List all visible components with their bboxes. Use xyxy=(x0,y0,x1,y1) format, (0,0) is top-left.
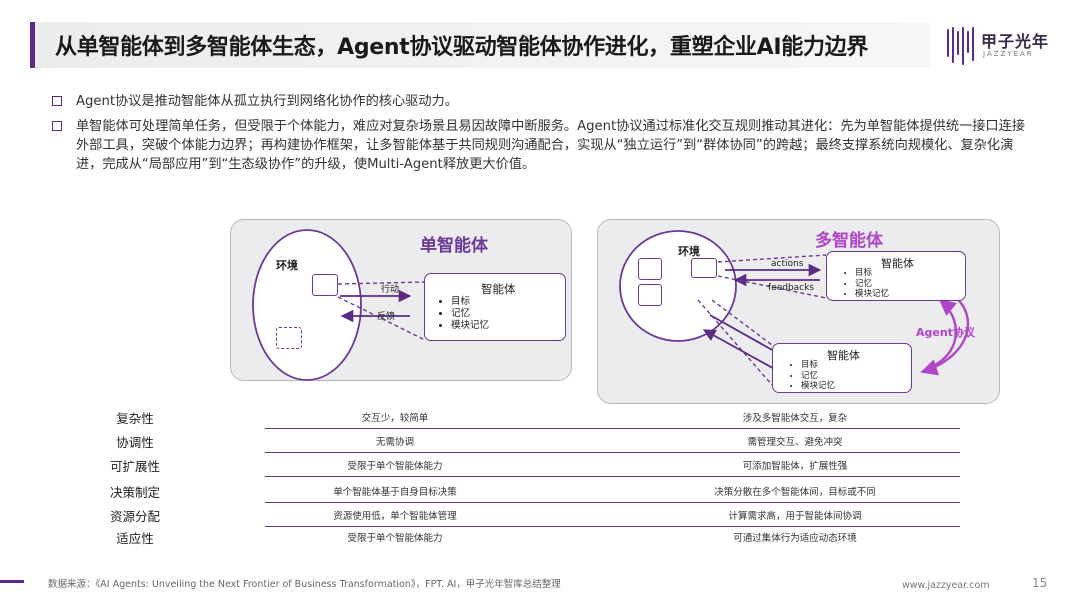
multi-env-square xyxy=(638,284,662,306)
agent-box-list: 目标 记忆 模块记忆 xyxy=(841,268,889,300)
single-env-square-dashed xyxy=(276,327,302,349)
single-agent-box: 智能体 目标 记忆 模块记忆 xyxy=(424,273,566,341)
comparison-multi: 涉及多智能体交互，复杂 xyxy=(742,413,848,424)
page-title: 从单智能体到多智能体生态，Agent协议驱动智能体协作进化，重塑企业AI能力边界 xyxy=(55,35,869,60)
multi-dashed-a2-top xyxy=(711,299,773,346)
comparison-divider xyxy=(265,526,960,527)
footer-url[interactable]: www.jazzyear.com xyxy=(902,580,990,591)
single-agent-title: 单智能体 xyxy=(420,236,488,256)
footer-source: 数据来源：《AI Agents: Unveiling the Next Fron… xyxy=(48,579,561,590)
agent-box-title: 智能体 xyxy=(881,257,914,270)
comparison-label: 可扩展性 xyxy=(109,459,160,474)
agent-item: 目标 xyxy=(801,360,835,371)
single-env-label: 环境 xyxy=(276,259,298,272)
comparison-row: 资源分配 资源使用低，单个智能体管理 计算需求高，用于智能体间协调 xyxy=(60,504,960,528)
comparison-multi: 可通过集体行为适应动态环境 xyxy=(733,533,857,544)
agent-item: 目标 xyxy=(855,268,889,279)
comparison-label: 复杂性 xyxy=(116,411,154,426)
multi-env-square xyxy=(638,258,662,280)
multi-agent-box-2: 智能体 目标 记忆 模块记忆 xyxy=(772,343,912,393)
agent-item: 模块记忆 xyxy=(855,289,889,300)
comparison-multi: 计算需求高，用于智能体间协调 xyxy=(728,511,862,522)
multi-env-label: 环境 xyxy=(678,245,700,258)
protocol-arrow-up xyxy=(934,298,958,367)
agent-item: 记忆 xyxy=(855,279,889,290)
square-bullet-icon xyxy=(52,96,62,106)
comparison-single: 受限于单个智能体能力 xyxy=(347,461,443,472)
comparison-divider xyxy=(265,476,960,477)
multi-env-square xyxy=(691,258,717,278)
agent-protocol-label: Agent协议 xyxy=(916,326,975,339)
multi-agent-title: 多智能体 xyxy=(815,231,883,251)
logo-text-cn: 甲子光年 xyxy=(981,32,1050,51)
footer-accent-bar xyxy=(0,580,24,583)
multi-action-label: actions xyxy=(771,259,804,269)
comparison-single: 交互少，较简单 xyxy=(361,413,429,424)
agent-box-list: 目标 记忆 模块记忆 xyxy=(437,296,489,332)
single-feedback-label: 反馈 xyxy=(377,312,396,322)
comparison-row: 适应性 受限于单个智能体能力 可通过集体行为适应动态环境 xyxy=(60,526,920,550)
agent-box-title: 智能体 xyxy=(481,282,516,296)
comparison-single: 单个智能体基于自身目标决策 xyxy=(333,487,457,498)
agent-box-list: 目标 记忆 模块记忆 xyxy=(787,360,835,392)
comparison-single: 无需协调 xyxy=(375,437,414,448)
single-env-square xyxy=(312,274,338,296)
multi-dashed-a1-bottom xyxy=(717,275,827,299)
comparison-row: 复杂性 交互少，较简单 涉及多智能体交互，复杂 xyxy=(60,406,960,430)
comparison-single: 资源使用低，单个智能体管理 xyxy=(333,511,457,522)
agent-box-title: 智能体 xyxy=(827,349,860,362)
bullet-text: Agent协议是推动智能体从孤立执行到网络化协作的核心驱动力。 xyxy=(76,94,458,109)
brand-logo: 甲子光年 JAZZYEAR xyxy=(945,26,1065,66)
comparison-row: 可扩展性 受限于单个智能体能力 可添加智能体，扩展性强 xyxy=(60,454,960,478)
comparison-divider xyxy=(265,502,960,503)
comparison-label: 协调性 xyxy=(116,435,154,450)
single-dashed-top xyxy=(337,281,426,285)
comparison-multi: 决策分散在多个智能体间，目标或不同 xyxy=(714,487,876,498)
comparison-multi: 需管理交互、避免冲突 xyxy=(747,437,843,448)
square-bullet-icon xyxy=(52,121,62,131)
multi-dashed-a2-bottom xyxy=(697,299,773,386)
agent-item: 目标 xyxy=(451,296,489,308)
comparison-divider xyxy=(265,452,960,453)
comparison-row: 协调性 无需协调 需管理交互、避免冲突 xyxy=(60,430,960,454)
title-bar: 从单智能体到多智能体生态，Agent协议驱动智能体协作进化，重塑企业AI能力边界 xyxy=(30,22,930,68)
comparison-divider xyxy=(265,428,960,429)
bullet-item: Agent协议是推动智能体从孤立执行到网络化协作的核心驱动力。 xyxy=(50,92,1030,111)
multi-feedback-label: feedbacks xyxy=(768,283,815,293)
comparison-label: 资源分配 xyxy=(109,509,160,524)
comparison-label: 决策制定 xyxy=(109,485,160,500)
comparison-row: 决策制定 单个智能体基于自身目标决策 决策分散在多个智能体间，目标或不同 xyxy=(60,480,960,504)
comparison-label: 适应性 xyxy=(116,531,154,546)
multi-feedback-arrow-2 xyxy=(702,329,781,373)
logo-text-en: JAZZYEAR xyxy=(983,50,1034,58)
single-dashed-bottom xyxy=(337,296,426,341)
comparison-single: 受限于单个智能体能力 xyxy=(347,533,443,544)
single-env-ellipse xyxy=(252,229,362,381)
logo-mark-icon xyxy=(947,27,974,65)
agent-item: 记忆 xyxy=(801,371,835,382)
agent-item: 记忆 xyxy=(451,308,489,320)
agent-item: 模块记忆 xyxy=(801,381,835,392)
comparison-multi: 可添加智能体，扩展性强 xyxy=(742,461,848,472)
agent-item: 模块记忆 xyxy=(451,320,489,332)
bullet-list: Agent协议是推动智能体从孤立执行到网络化协作的核心驱动力。 单智能体可处理简… xyxy=(50,92,1030,180)
bullet-item: 单智能体可处理简单任务，但受限于个体能力，难应对复杂场景且易因故障中断服务。Ag… xyxy=(50,117,1030,174)
single-action-label: 行动 xyxy=(381,285,400,295)
multi-agent-box-1: 智能体 目标 记忆 模块记忆 xyxy=(826,251,966,301)
page-number: 15 xyxy=(1032,576,1048,590)
bullet-text: 单智能体可处理简单任务，但受限于个体能力，难应对复杂场景且易因故障中断服务。Ag… xyxy=(76,119,1025,172)
